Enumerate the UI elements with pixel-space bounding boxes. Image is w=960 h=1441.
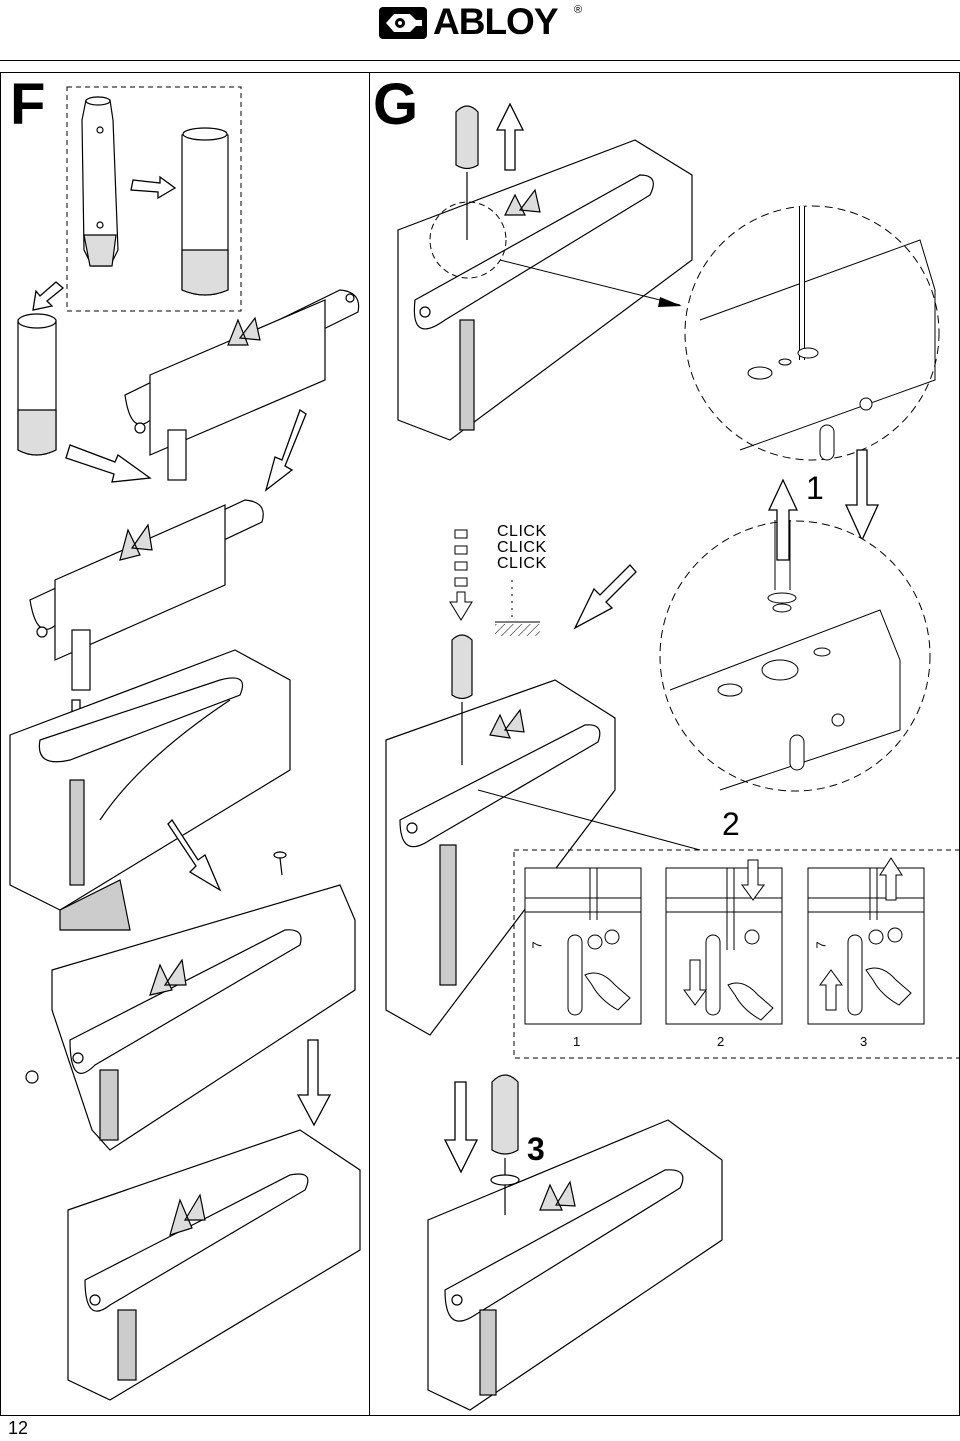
- pointing-hand-icon: [727, 982, 774, 1021]
- substep-2: [665, 859, 783, 1025]
- sleeve-right: [181, 127, 229, 296]
- brand-wordmark: ABLOY: [433, 1, 558, 42]
- flow-arrow-icon: [495, 102, 525, 171]
- g-frame-middle: [385, 679, 616, 1036]
- flow-arrow-icon: [573, 564, 637, 630]
- panel-f-label: F: [10, 72, 46, 137]
- dimension-label-1: 7: [529, 941, 545, 949]
- sleeve-loose: [17, 313, 57, 456]
- flow-arrow-icon: [844, 449, 880, 542]
- substep-1: [524, 867, 642, 1025]
- flow-arrow-icon: [167, 818, 222, 892]
- pointing-hand-icon: [584, 972, 631, 1011]
- sleeve-left: [81, 96, 119, 267]
- door-frame-3: [67, 1129, 361, 1401]
- strike-plate-2: [29, 499, 264, 691]
- screwdriver-icon: [451, 634, 473, 765]
- brand-logo: ABLOY ®: [378, 1, 588, 42]
- substep-label-3: 3: [860, 1034, 868, 1049]
- registered-mark: ®: [574, 4, 583, 16]
- panel-g-label: G: [373, 72, 419, 137]
- header-divider: [0, 60, 960, 61]
- substep-label-2: 2: [717, 1034, 725, 1049]
- substep-label-1: 1: [573, 1034, 581, 1049]
- flow-arrow-icon: [296, 1039, 332, 1127]
- flow-arrow-icon: [443, 1081, 479, 1174]
- substeps-box-dashed: [513, 849, 960, 1059]
- zoom-detail-1: [684, 205, 940, 461]
- abloy-key-logo-icon: [379, 7, 427, 39]
- flow-arrow-icon: [264, 408, 307, 492]
- g-frame-bottom: [427, 1119, 723, 1411]
- pointing-hand-icon: [865, 967, 912, 1006]
- screwdriver-icon: [490, 1074, 520, 1215]
- screw-icon: [25, 851, 287, 1084]
- dimension-label-3: 7: [813, 941, 829, 949]
- click-text-2: CLICK: [497, 539, 547, 556]
- zoom-detail-2: [659, 520, 931, 792]
- click-text-1: CLICK: [497, 523, 547, 540]
- strike-plate-1: [124, 289, 360, 481]
- detail-box-dashed: [66, 86, 242, 312]
- callout-step-1: 1: [806, 470, 824, 506]
- flow-arrow-icon: [65, 444, 152, 483]
- callout-step-2: 2: [722, 806, 740, 842]
- g-frame-top: [397, 139, 693, 441]
- click-text-3: CLICK: [497, 555, 547, 572]
- door-frame-1: [9, 649, 291, 931]
- screwdriver-icon: [455, 105, 479, 240]
- flow-arrow-icon: [32, 281, 65, 311]
- substep-3: [807, 857, 925, 1025]
- flow-arrow-icon: [767, 478, 799, 561]
- flow-arrow-icon: [130, 175, 177, 200]
- callout-step-3: 3: [527, 1131, 545, 1167]
- click-indicator: [449, 529, 540, 636]
- page-number: 12: [8, 1418, 29, 1438]
- door-frame-2: [51, 884, 356, 1151]
